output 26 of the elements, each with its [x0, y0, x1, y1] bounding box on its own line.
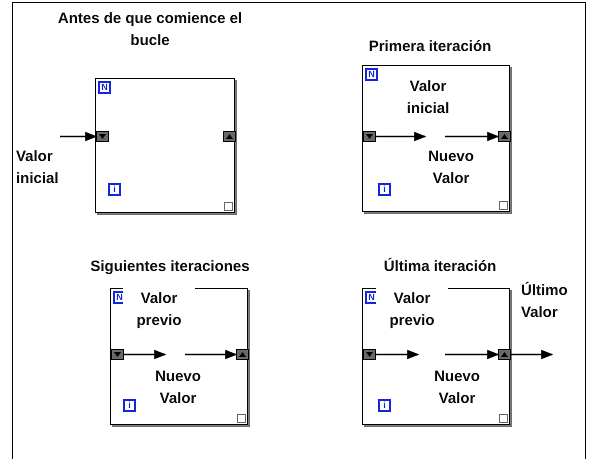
arrow [376, 132, 426, 142]
arrow [445, 132, 500, 142]
arrow [124, 350, 166, 360]
arrow [185, 350, 238, 360]
shift-register [363, 349, 376, 360]
iteration-terminal: i [378, 183, 391, 196]
shift-register [498, 349, 511, 360]
shift-register [363, 131, 376, 142]
iteration-terminal: i [108, 183, 121, 196]
loop-title: Primera iteración [368, 37, 492, 57]
arrow [60, 132, 98, 142]
arrow [511, 350, 554, 360]
arrow [376, 350, 420, 360]
shift-register [96, 131, 109, 142]
shift-register [223, 131, 236, 142]
loop-title: Siguientes iteraciones [89, 257, 251, 277]
count-terminal: N [98, 81, 111, 94]
shift-register [111, 349, 124, 360]
count-terminal: N [365, 68, 378, 81]
shift-register [498, 131, 511, 142]
iteration-terminal: i [123, 399, 136, 412]
arrow [445, 350, 500, 360]
iteration-terminal: i [378, 399, 391, 412]
loop-title: Última iteración [382, 256, 498, 277]
shift-register [236, 349, 249, 360]
loop-title: Antes de que comience el bucle [56, 9, 244, 51]
